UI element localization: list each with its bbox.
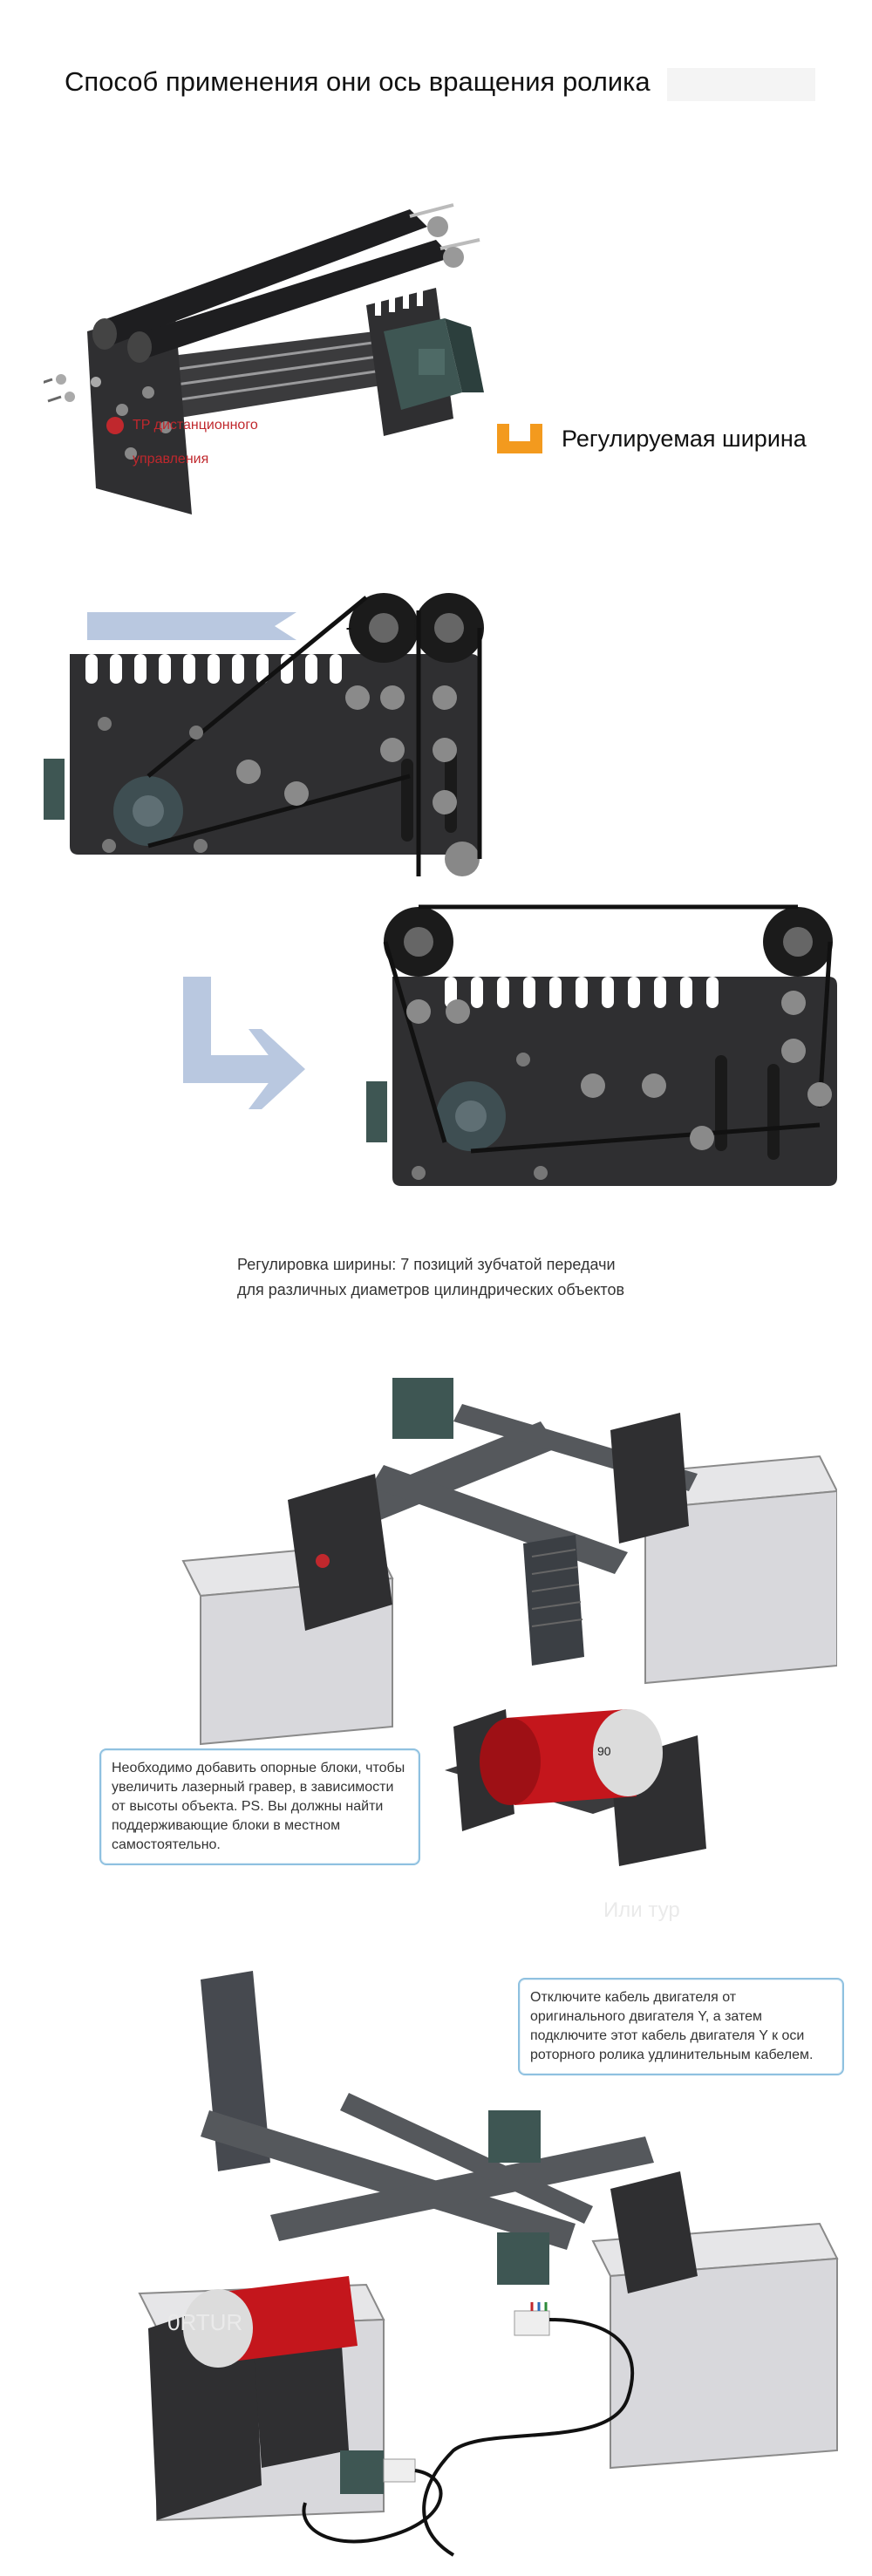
side-plate-narrow-illustration	[44, 593, 484, 876]
engraver-on-blocks-illustration	[181, 1378, 837, 1866]
cable-instruction-callout: Отключите кабель двигателя от оригинальн…	[518, 1978, 844, 2075]
support-blocks-callout: Необходимо добавить опорные блоки, чтобы…	[99, 1748, 420, 1865]
turn-arrow-icon	[183, 977, 305, 1109]
can-label: 90	[597, 1744, 611, 1758]
roller-brand-label: Или тур	[603, 1898, 680, 1922]
legend-label: Регулируемая ширина	[562, 425, 807, 452]
title-redaction	[667, 68, 815, 101]
width-caption: Регулировка ширины: 7 позиций зубчатой п…	[237, 1252, 691, 1303]
page-title: Способ применения они ось вращения ролик…	[65, 66, 651, 97]
remote-label-bottom: управления	[133, 452, 209, 467]
legend: Регулируемая ширина	[497, 424, 807, 453]
adjustable-width-icon	[497, 424, 542, 453]
remote-label-top: TP дистанционного	[133, 418, 258, 433]
roller-assembly-illustration	[44, 203, 484, 515]
side-plate-wide-illustration	[183, 904, 837, 1186]
width-caption-line-1: Регулировка ширины: 7 позиций зубчатой п…	[237, 1256, 616, 1273]
cable-connection-illustration	[138, 1971, 839, 2557]
brand-label: 0RTUR	[167, 2309, 243, 2335]
width-caption-line-2: для различных диаметров цилиндрических о…	[237, 1281, 625, 1298]
left-arrow-icon	[87, 612, 296, 640]
